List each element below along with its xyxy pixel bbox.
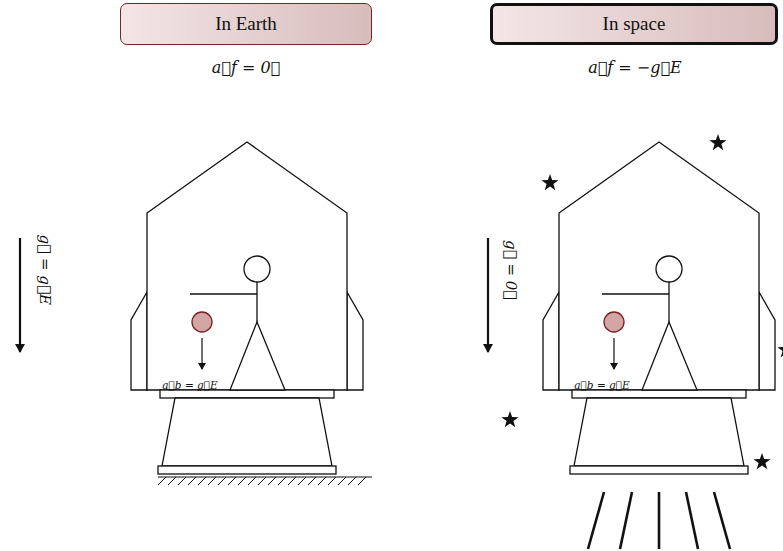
- ground-hatch: [158, 477, 366, 485]
- star: [753, 453, 770, 469]
- gravity-label: g⃗ = g⃗E: [34, 235, 54, 305]
- gravity-label: g⃗ = 0⃗: [501, 240, 521, 299]
- exhaust-line: [620, 492, 632, 549]
- panel-title: In space: [603, 13, 666, 35]
- star: [777, 341, 783, 357]
- ground: [158, 477, 372, 485]
- frame-acceleration: a⃗f = 0⃗: [212, 58, 280, 79]
- exhaust-line: [714, 492, 730, 549]
- gravity-arrow: [19, 238, 21, 352]
- ball-acceleration: a⃗b = g⃗E: [574, 379, 629, 393]
- exhaust-line: [686, 492, 698, 549]
- ball-acceleration: a⃗b = g⃗E: [162, 379, 217, 393]
- exhaust-line: [658, 492, 661, 549]
- star: [541, 174, 558, 190]
- star: [709, 134, 726, 150]
- frame-acceleration: a⃗f = −g⃗E: [588, 58, 682, 79]
- rocket: [543, 142, 775, 474]
- panel-title: In Earth: [215, 13, 277, 35]
- title-box: In space: [490, 3, 778, 45]
- title-box: In Earth: [120, 3, 372, 45]
- exhaust-line: [588, 492, 604, 549]
- rocket: [131, 142, 363, 474]
- gravity-arrow: [487, 238, 489, 352]
- exhaust: [588, 492, 730, 549]
- star: [501, 411, 518, 427]
